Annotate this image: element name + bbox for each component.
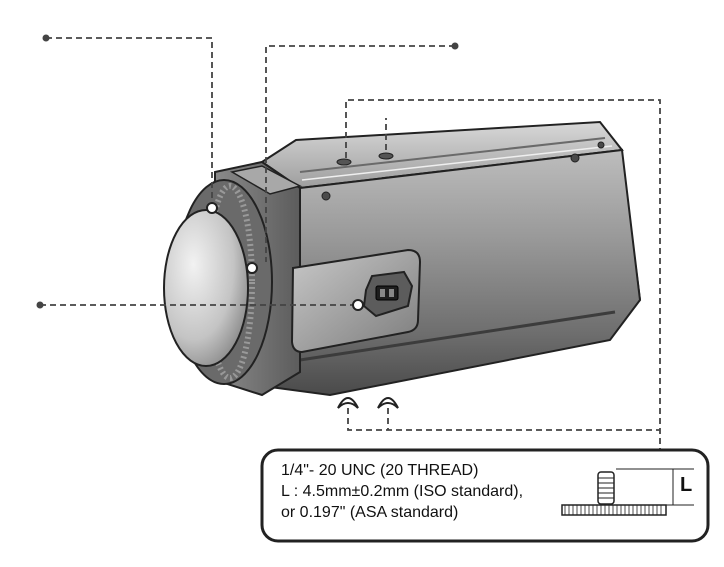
spec-length-asa: or 0.197" (ASA standard) [281,504,459,521]
top-mount-hole-1 [336,158,352,166]
marker-connector [352,299,364,311]
spec-box [260,448,710,543]
callout-lines [40,37,661,460]
connector-pin-1 [380,289,385,297]
focus-ring-knurl [205,183,255,381]
marker-focus-ring [246,262,258,274]
marker-lens-ring [206,202,218,214]
side-screw-2 [570,153,580,163]
top-mount-hole-2 [378,152,394,160]
dimension-marker [616,468,694,506]
lower-edge-shade [299,310,616,362]
spec-box-frame [260,448,710,543]
spec-thread-line: 1/4"- 20 UNC (20 THREAD) [281,462,479,479]
side-screw-1 [321,191,331,201]
leader-lens-ring [46,37,213,205]
camera-body [214,120,642,397]
dot-lens-ring [42,34,50,42]
callout-dots [36,34,459,311]
bottom-mount-arrows [337,397,399,409]
arrow-mount-left [337,397,359,409]
spec-length-iso: L : 4.5mm±0.2mm (ISO standard), [281,483,524,500]
lens-assembly [163,179,273,385]
leader-focus-ring [265,45,455,262]
leader-bottom-left [347,408,660,431]
screw-icon [561,471,667,516]
rear-screw [597,141,605,149]
connector-pin-2 [389,289,394,297]
arrow-mount-right [377,397,399,409]
leader-mount-frame [345,99,661,460]
base-plate-knurl [564,505,662,515]
top-rail-highlight [301,145,613,181]
screw-base-plate [561,504,667,516]
dot-connector [36,301,44,309]
connector-socket [375,285,399,301]
dimension-label: L [680,474,693,496]
dot-focus-ring [451,42,459,50]
top-rail-groove [299,137,606,173]
spec-text-block: 1/4"- 20 UNC (20 THREAD) L : 4.5mm±0.2mm… [281,460,523,523]
lens-front-glass [163,209,249,367]
